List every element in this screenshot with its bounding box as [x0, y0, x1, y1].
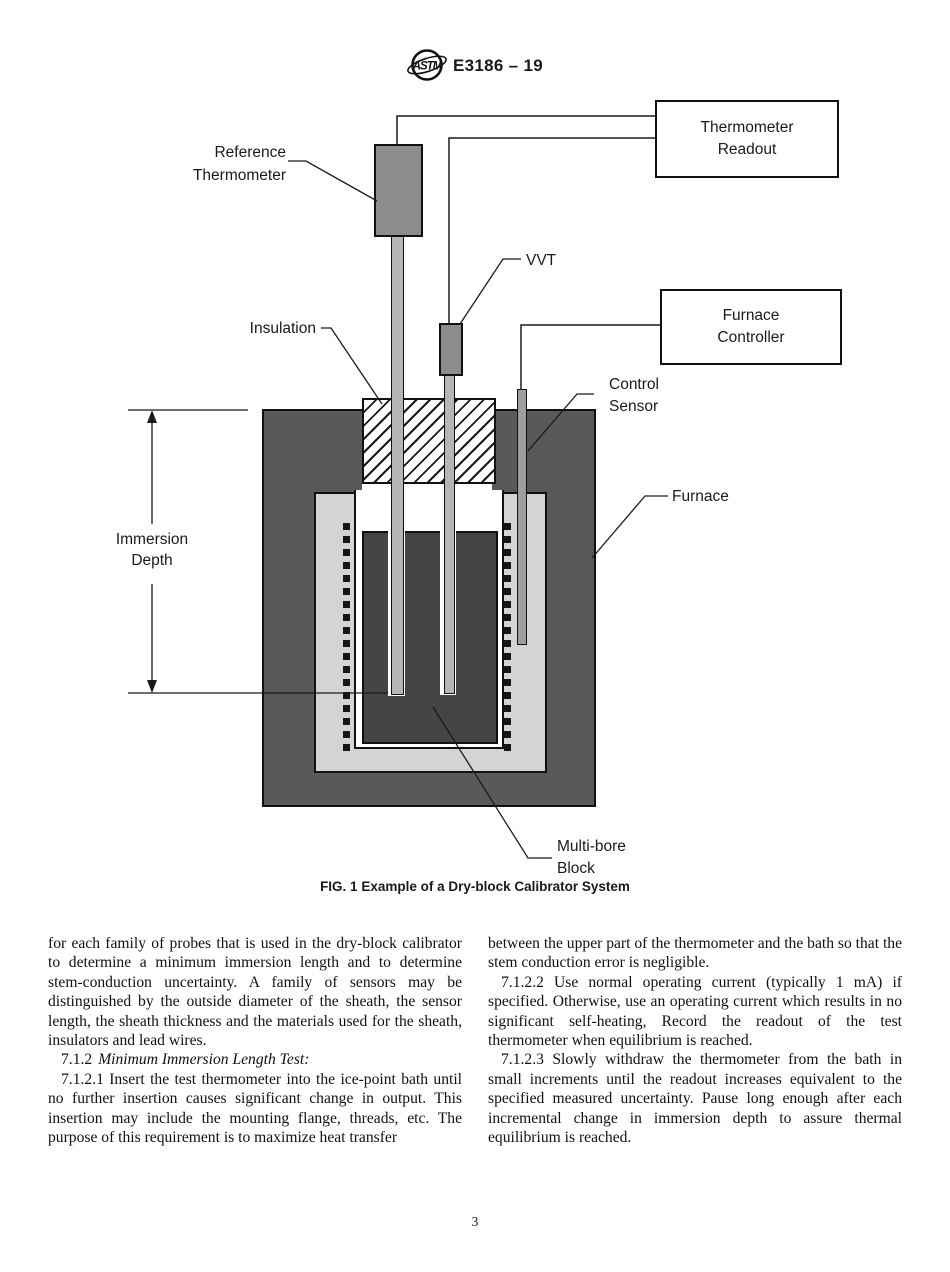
insulation-label: Insulation — [249, 320, 316, 337]
reference-thermometer-label-line1: Reference — [214, 144, 286, 161]
furnace-controller-box: Furnace Controller — [660, 289, 842, 365]
control-sensor-rod — [517, 389, 527, 645]
body-right-column: between the upper part of the thermomete… — [488, 934, 902, 1147]
multi-bore-block-label: Multi-bore Block — [557, 836, 626, 879]
immersion-depth-label-line2: Depth — [131, 552, 173, 569]
thermometer-readout-label-line1: Thermometer — [700, 119, 794, 136]
paragraph-7122: 7.1.2.2 Use normal operating current (ty… — [488, 973, 902, 1050]
standard-designation: E3186 – 19 — [453, 56, 543, 75]
reference-thermometer-label: Reference Thermometer — [170, 141, 286, 187]
arrow-down-icon — [147, 680, 157, 693]
astm-logo-icon: ASTM — [407, 49, 447, 81]
body-left-column: for each family of probes that is used i… — [48, 934, 462, 1147]
reference-thermometer-head — [374, 144, 423, 237]
wire-readout-to-vvt — [448, 137, 656, 324]
control-sensor-label-line2: Sensor — [609, 397, 659, 415]
paragraph-continued: between the upper part of the thermomete… — [488, 935, 902, 972]
leader-reference-thermometer — [288, 160, 378, 202]
arrow-up-icon — [147, 410, 157, 423]
section-number: 7.1.2 — [61, 1051, 93, 1069]
furnace-label: Furnace — [672, 488, 729, 505]
control-sensor-label: Control Sensor — [609, 374, 659, 417]
furnace-controller-label-line1: Furnace — [722, 307, 780, 324]
insulation-plug-shape — [362, 398, 496, 484]
section-heading-712: 7.1.2 Minimum Immersion Length Test: — [48, 1050, 462, 1069]
vvt-body — [439, 323, 463, 376]
reference-thermometer-label-line2: Thermometer — [192, 167, 286, 184]
vvt-label: VVT — [526, 252, 557, 269]
immersion-depth-label-line1: Immersion — [115, 531, 189, 548]
paragraph-continued: for each family of probes that is used i… — [48, 935, 462, 1050]
heater-elements-right — [504, 523, 511, 751]
paragraph-7121: 7.1.2.1 Insert the test thermometer into… — [48, 1070, 462, 1147]
leader-furnace — [591, 495, 668, 559]
immersion-depth-label: Immersion Depth — [92, 529, 212, 571]
furnace-controller-label-line2: Controller — [717, 329, 785, 346]
wire-thermometer-to-readout — [396, 115, 656, 144]
control-sensor-label-line1: Control — [609, 376, 659, 393]
figure-caption: FIG. 1 Example of a Dry-block Calibrator… — [320, 879, 630, 894]
paragraph-7123: 7.1.2.3 Slowly withdraw the thermometer … — [488, 1051, 902, 1147]
leader-vvt — [459, 258, 521, 325]
astm-logo-text: ASTM — [412, 61, 443, 73]
reference-thermometer-stem — [391, 230, 404, 695]
page-number: 3 — [471, 1214, 479, 1229]
multi-bore-block-label-line1: Multi-bore — [557, 838, 626, 855]
heater-elements-left — [343, 523, 350, 751]
leader-insulation — [321, 327, 383, 405]
multi-bore-block-shape — [362, 531, 498, 744]
multi-bore-block-label-line2: Block — [557, 859, 595, 877]
thermometer-readout-box: Thermometer Readout — [655, 100, 839, 178]
thermometer-readout-label-line2: Readout — [717, 141, 777, 158]
section-title: Minimum Immersion Length Test: — [98, 1051, 310, 1069]
vvt-stem — [444, 370, 455, 694]
